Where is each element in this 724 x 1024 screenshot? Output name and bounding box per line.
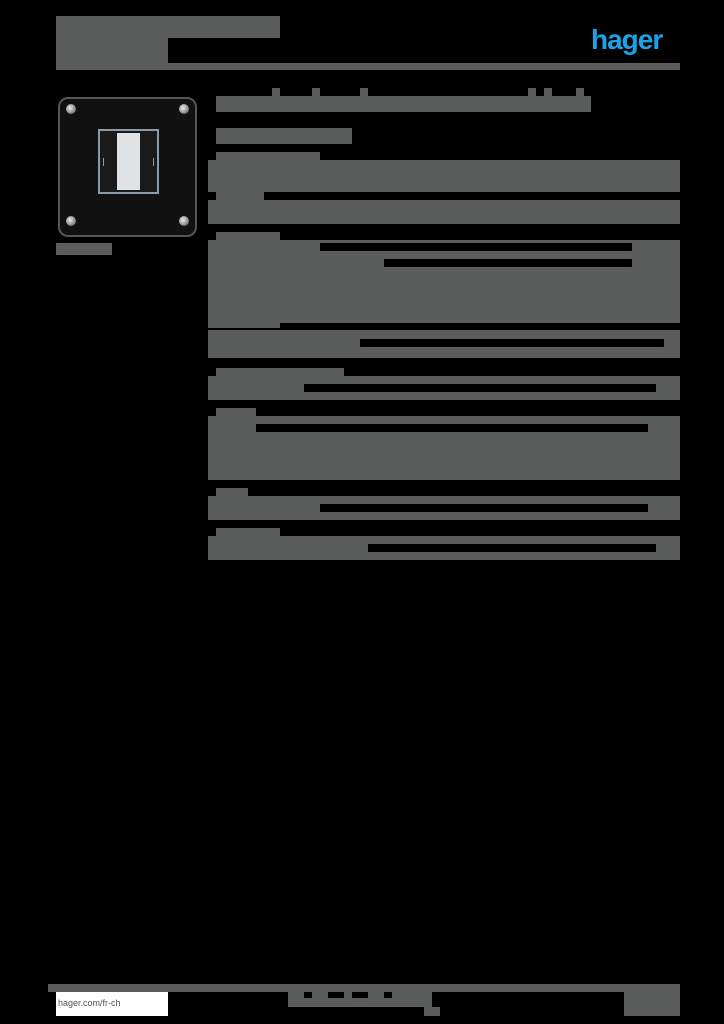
push-button-rocker — [98, 129, 159, 194]
header-title-redacted — [56, 16, 280, 38]
footer-url-box[interactable]: hager.com/fr-ch — [56, 992, 168, 1016]
screw-icon — [66, 216, 76, 226]
hager-logo: hager — [591, 24, 663, 55]
footer-rule — [48, 984, 680, 992]
product-image — [58, 97, 197, 237]
rocker-center — [117, 133, 140, 190]
footer-center-redacted — [288, 992, 432, 1007]
footer-page-redacted — [624, 992, 680, 1016]
screw-icon — [66, 104, 76, 114]
screw-icon — [179, 216, 189, 226]
footer-url[interactable]: hager.com/fr-ch — [58, 998, 121, 1008]
led-indicator-left — [103, 158, 104, 166]
header-subtitle-redacted — [56, 38, 168, 63]
screw-icon — [179, 104, 189, 114]
product-caption-redacted — [56, 243, 112, 255]
header-rule — [56, 63, 680, 70]
main-subtitle-redacted — [216, 128, 352, 144]
led-indicator-right — [153, 158, 154, 166]
